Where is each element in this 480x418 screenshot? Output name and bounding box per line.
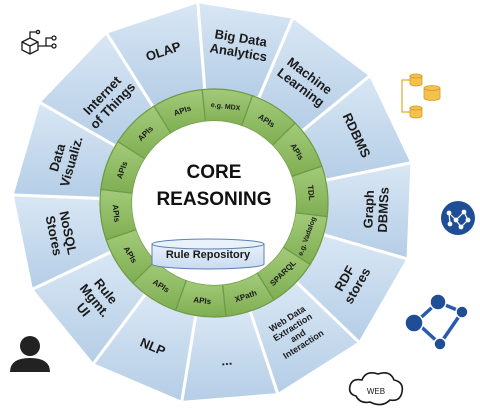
api-ring-label: e.g. MDX xyxy=(210,102,241,113)
web-cloud-label: WEB xyxy=(367,387,385,396)
segment-label-8: ... xyxy=(221,353,233,369)
core-title-line1: CORE xyxy=(187,162,242,183)
segment-label-line: DBMSs xyxy=(375,187,392,233)
rule-repository-label: Rule Repository xyxy=(166,249,251,261)
rdf-graph-icon xyxy=(404,293,469,351)
icons: WEB xyxy=(10,29,475,406)
api-ring-label: TDL xyxy=(306,185,317,202)
core-title-line2: REASONING xyxy=(156,189,271,210)
iot-icon xyxy=(21,29,57,55)
segment-label-line: ... xyxy=(221,353,233,369)
api-ring-label: APIs xyxy=(111,204,122,223)
api-ring-label: APIs xyxy=(193,295,212,306)
user-icon xyxy=(10,336,50,372)
web-cloud-icon: WEB xyxy=(348,372,404,406)
segment-label-line: Graph xyxy=(360,190,377,229)
rule-repository-top xyxy=(151,238,265,250)
rule-repository: Rule Repository xyxy=(151,238,265,270)
rule-repository-cylinder xyxy=(151,243,265,270)
database-icon xyxy=(401,73,441,119)
graph-network-icon xyxy=(441,201,475,235)
